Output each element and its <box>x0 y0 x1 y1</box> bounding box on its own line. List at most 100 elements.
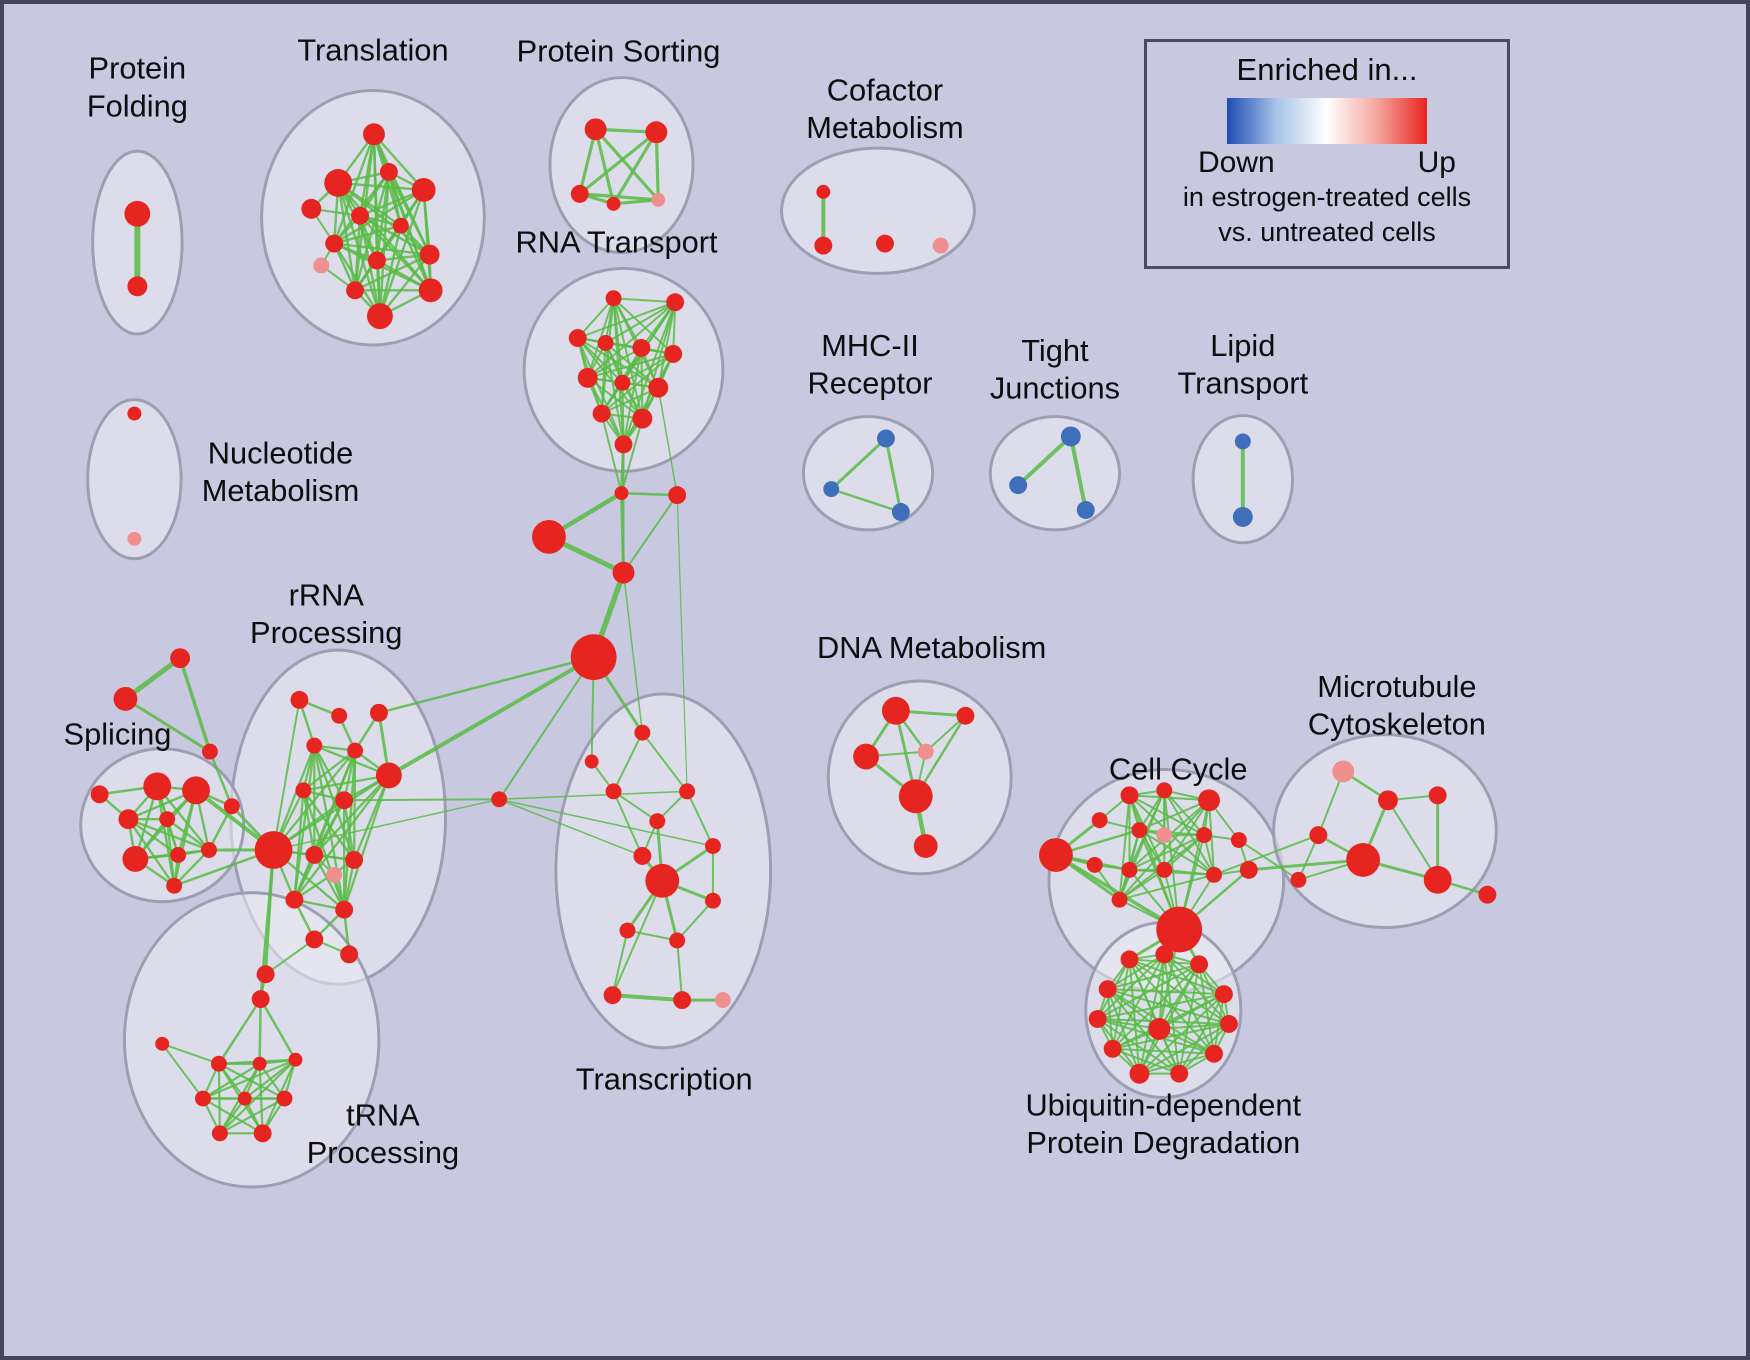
network-node-ub11 <box>1170 1064 1189 1083</box>
network-edge <box>333 242 431 256</box>
network-edge <box>1158 963 1201 1030</box>
network-edge <box>313 853 346 911</box>
network-node-cc1 <box>1120 786 1139 805</box>
network-node-cf2 <box>814 236 833 255</box>
network-edge <box>654 130 660 202</box>
network-edge <box>333 242 382 318</box>
cluster-label-cofactor-metabolism: Metabolism <box>806 110 963 145</box>
network-node-rt6 <box>664 344 683 363</box>
network-node-tr11 <box>313 257 330 274</box>
network-node-st3 <box>201 743 218 760</box>
network-node-hub1 <box>570 634 617 680</box>
network-node-mt5 <box>1478 885 1497 904</box>
network-edge <box>1138 963 1201 1075</box>
network-node-ps1 <box>584 118 607 141</box>
network-node-rr2 <box>331 707 348 724</box>
network-node-rr15 <box>340 945 359 964</box>
cluster-label-nucleotide-metabolism: Nucleotide <box>208 435 354 470</box>
network-node-ccL <box>1039 838 1073 872</box>
network-node-mt3 <box>1309 826 1328 845</box>
network-edge <box>258 997 262 1065</box>
network-node-tc7 <box>633 847 652 865</box>
network-node-dm5 <box>913 834 938 858</box>
network-node-mtH <box>1346 843 1381 877</box>
network-node-tcH <box>645 863 680 898</box>
network-edge <box>1111 1047 1215 1055</box>
network-edge <box>594 127 660 202</box>
network-edge <box>343 798 501 802</box>
network-edge <box>336 181 382 318</box>
cluster-ellipse-mhc-ii-receptor <box>801 415 935 532</box>
network-node-sp7 <box>122 846 149 872</box>
network-edge <box>161 1042 204 1100</box>
cluster-label-microtubule-cytoskeleton: Cytoskeleton <box>1308 707 1486 742</box>
network-edge <box>1118 799 1211 901</box>
network-node-tc8 <box>705 892 721 909</box>
network-node-ub3 <box>1190 955 1209 974</box>
network-edge <box>620 491 679 497</box>
network-edge <box>586 301 677 379</box>
network-edge <box>353 253 431 292</box>
network-edge <box>621 352 675 384</box>
network-edge <box>264 938 316 976</box>
cluster-ellipse-tight-junctions <box>988 415 1122 532</box>
network-node-rr7 <box>295 782 312 799</box>
network-node-st2 <box>113 686 138 711</box>
network-edge <box>333 188 425 245</box>
network-edge <box>611 879 664 997</box>
network-edge <box>353 170 391 292</box>
network-edge <box>1118 873 1215 901</box>
cluster-label-splicing: Splicing <box>64 717 172 752</box>
network-node-tr4 <box>379 163 398 181</box>
network-node-cc4 <box>1091 812 1108 829</box>
network-edge <box>1118 789 1166 901</box>
network-edge <box>123 697 212 754</box>
network-node-rr12 <box>285 890 304 909</box>
network-node-sp10 <box>166 877 183 894</box>
network-node-nm2 <box>127 531 142 546</box>
network-node-lt1 <box>1234 433 1251 450</box>
network-node-rr16 <box>256 965 275 984</box>
network-edge <box>612 790 659 823</box>
network-node-tr8 <box>325 234 344 253</box>
network-node-rr5 <box>347 742 364 759</box>
network-node-ub9 <box>1205 1044 1223 1063</box>
network-edge <box>1163 953 1230 1025</box>
network-edge <box>201 1058 297 1100</box>
network-edge <box>1138 799 1211 832</box>
legend-box: Enriched in... Down Up in estrogen-treat… <box>1144 39 1510 269</box>
network-edge <box>302 789 356 862</box>
network-node-sp8 <box>170 847 187 863</box>
network-node-cc8 <box>1086 856 1103 873</box>
network-edge <box>640 346 644 420</box>
network-edge <box>657 301 677 389</box>
network-node-mt6 <box>1290 871 1307 888</box>
network-node-dmH <box>898 779 933 814</box>
network-node-layer <box>90 118 1497 1143</box>
network-edge <box>576 337 624 384</box>
network-edge <box>165 817 211 852</box>
network-node-nm1 <box>127 406 142 421</box>
network-node-rt3 <box>568 329 587 347</box>
network-edge <box>1158 1022 1230 1030</box>
network-edge <box>293 744 316 901</box>
network-node-ps3 <box>570 184 589 203</box>
cluster-ellipse-protein-sorting <box>548 76 695 255</box>
network-node-rr8 <box>335 791 354 810</box>
network-node-tr6 <box>351 206 369 225</box>
cluster-label-nucleotide-metabolism: Metabolism <box>202 473 359 508</box>
network-edge <box>302 789 346 911</box>
network-edge <box>576 337 625 446</box>
network-edge <box>378 253 431 318</box>
network-edge <box>372 133 425 192</box>
network-edge <box>622 571 644 734</box>
network-node-ub2 <box>1155 945 1174 964</box>
network-node-rr9 <box>305 846 324 864</box>
network-node-tc4 <box>679 783 696 800</box>
network-node-rr14 <box>305 930 324 949</box>
network-edge <box>1128 958 1141 1075</box>
network-node-tc5 <box>649 813 666 830</box>
network-edge <box>336 181 425 192</box>
network-edge <box>622 494 679 574</box>
